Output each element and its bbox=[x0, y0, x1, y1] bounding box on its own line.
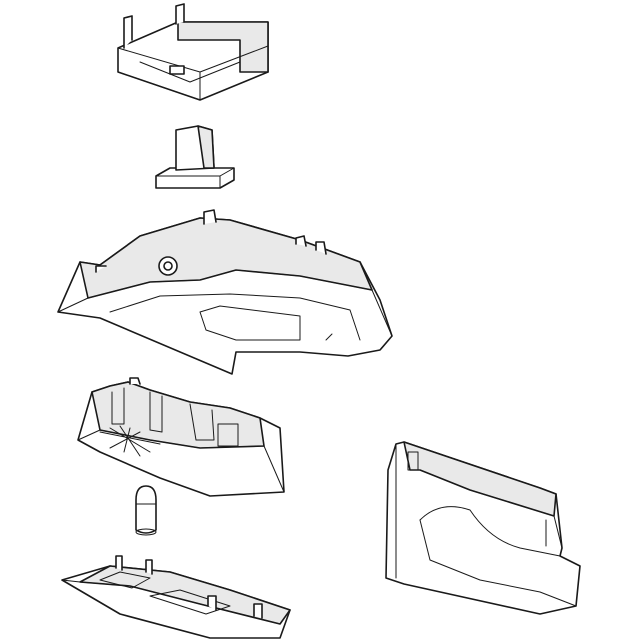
lamp-housing bbox=[77, 377, 285, 497]
console-housing bbox=[57, 209, 393, 375]
lens bbox=[61, 555, 291, 639]
top-bracket bbox=[117, 3, 269, 101]
storage-bin bbox=[385, 441, 581, 615]
bulb bbox=[135, 485, 157, 536]
small-clip bbox=[155, 125, 235, 189]
